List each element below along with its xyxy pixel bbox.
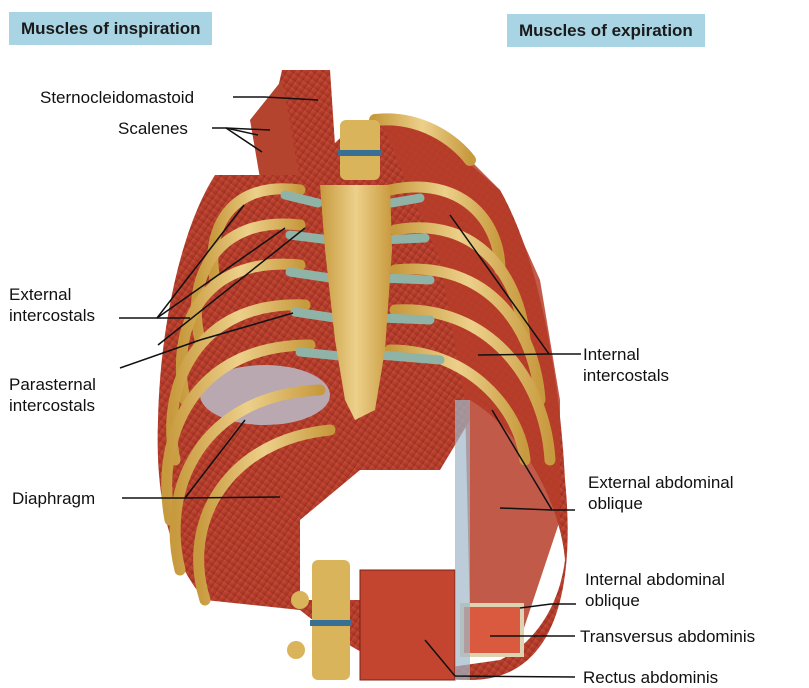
label-scalenes: Scalenes (118, 118, 188, 139)
label-rectus-abdominis: Rectus abdominis (583, 667, 718, 688)
label-parasternal-intercostals-line1: Parasternal (9, 374, 96, 395)
label-diaphragm: Diaphragm (12, 488, 95, 509)
label-external-intercostals: External intercostals (9, 284, 95, 326)
label-internal-abdominal-oblique-line2: oblique (585, 590, 725, 611)
label-transversus-abdominis: Transversus abdominis (580, 626, 755, 647)
label-internal-intercostals-line2: intercostals (583, 365, 669, 386)
transversus-window (462, 605, 522, 655)
label-external-intercostals-line2: intercostals (9, 305, 95, 326)
label-external-abdominal-oblique-line2: oblique (588, 493, 734, 514)
label-sternocleidomastoid: Sternocleidomastoid (40, 87, 194, 108)
label-parasternal-intercostals-line2: intercostals (9, 395, 96, 416)
label-internal-abdominal-oblique: Internal abdominal oblique (585, 569, 725, 611)
label-internal-intercostals: Internal intercostals (583, 344, 669, 386)
label-external-abdominal-oblique: External abdominal oblique (588, 472, 734, 514)
label-internal-abdominal-oblique-line1: Internal abdominal (585, 569, 725, 590)
abdominal-fascia (455, 400, 470, 680)
label-parasternal-intercostals: Parasternal intercostals (9, 374, 96, 416)
label-external-intercostals-line1: External (9, 284, 95, 305)
rectus-abdominis-muscle (360, 570, 455, 680)
label-internal-intercostals-line1: Internal (583, 344, 669, 365)
label-external-abdominal-oblique-line1: External abdominal (588, 472, 734, 493)
